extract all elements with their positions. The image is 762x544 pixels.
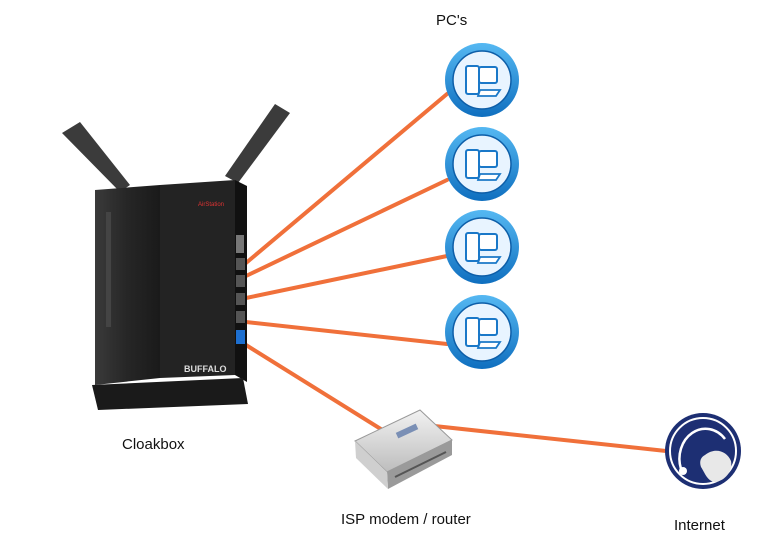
internet-label: Internet [674,517,725,534]
modem-side [355,441,388,489]
link-modem-internet [423,423,668,453]
lan-port-2 [236,275,245,287]
router-brand-text: BUFFALO [184,364,227,374]
pc-2 [445,127,519,201]
globe-outer [665,413,741,489]
router-stand [92,378,248,410]
wan-port [236,330,245,344]
link-router-pc2 [244,178,449,278]
modem-light-strip [394,451,447,478]
pc-monitor [478,233,498,251]
link-router-pc1 [244,92,449,265]
lan-port-4 [236,311,245,323]
link-router-pc4 [244,320,449,346]
globe-icon [665,413,741,489]
pc-monitor [478,150,498,168]
globe-ring [669,417,737,485]
pc-keyboard [476,89,502,97]
pc-keyboard [476,173,502,181]
globe-arc [678,427,726,470]
pc-tower [465,317,480,347]
pc-monitor [478,318,498,336]
wireless-router-icon: AirStation BUFFALO [62,104,290,410]
pc-monitor [478,66,498,84]
pc-tower [465,149,480,179]
isp-modem [354,409,453,489]
usb-port [236,235,244,253]
pc-tower [465,232,480,262]
cloakbox-label: Cloakbox [122,436,185,453]
globe-dot [679,467,687,475]
router-body-left [95,185,160,385]
pc-3 [445,210,519,284]
status-leds [106,212,111,327]
pc-tower [465,65,480,95]
router-body-right [160,180,235,378]
link-router-pc3 [244,254,449,300]
pc-keyboard [476,256,502,264]
pc-keyboard [476,341,502,349]
pc-1 [445,43,519,117]
lan-port-3 [236,293,245,305]
router-model-text: AirStation [198,202,224,208]
lan-port-1 [236,258,245,270]
pc-4 [445,295,519,369]
link-router-modem [244,343,386,433]
internet-node [665,413,741,489]
isp-modem-label: ISP modem / router [341,511,471,528]
desktop-computer-icon [445,210,519,284]
antenna-left [62,122,130,192]
modem-logo-plate [395,423,419,439]
connection-lines [244,92,668,453]
globe-landmass [700,450,732,482]
antenna-right [225,104,290,183]
desktop-computer-icon [445,295,519,369]
desktop-computer-icon [445,127,519,201]
pcs-label: PC's [436,12,468,29]
cloakbox-router: AirStation BUFFALO [62,104,290,410]
modem-icon [354,409,453,489]
desktop-computer-icon [445,43,519,117]
